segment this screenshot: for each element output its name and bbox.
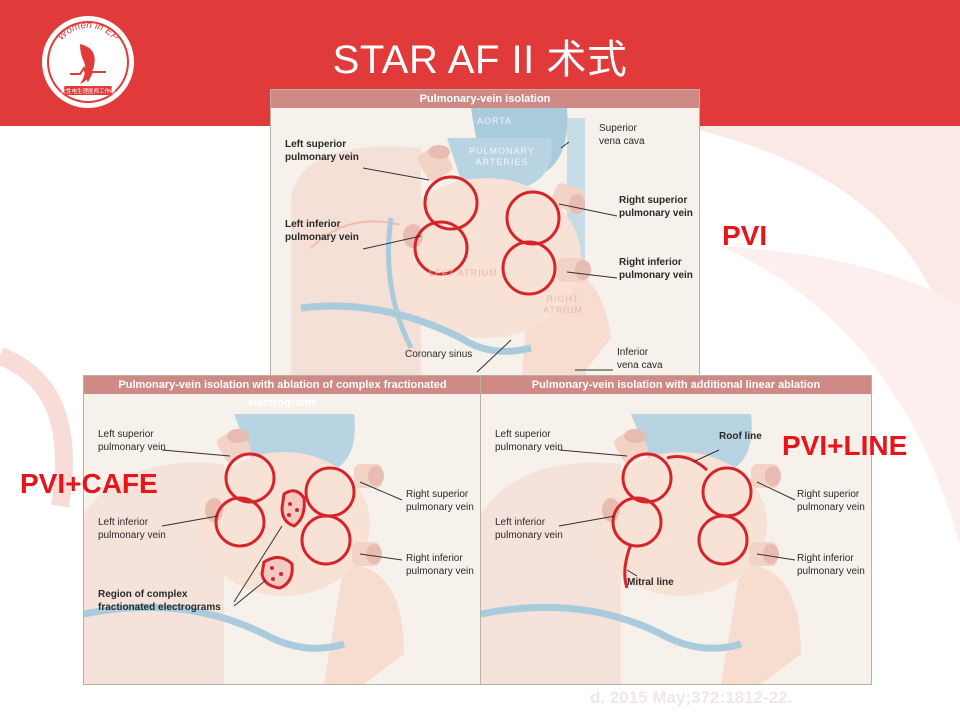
- heart-illustration-pvi: [291, 108, 618, 390]
- label-right-inferior-pv: Right inferior pulmonary vein: [619, 257, 693, 281]
- tag-pvi-line: PVI+LINE: [782, 430, 908, 461]
- label-left-superior-pv: Left superior pulmonary vein: [285, 139, 359, 163]
- tag-pvi-cafe: PVI+CAFE: [20, 468, 158, 499]
- slide-title: STAR AF II 术式: [332, 38, 628, 82]
- background-decoration: [0, 126, 960, 546]
- label-right-inferior-pv: Right inferior pulmonary vein: [797, 553, 865, 577]
- label-inferior-vena-cava: Inferior vena cava: [617, 347, 663, 371]
- panel-pvi-line: Pulmonary-vein isolation with additional…: [480, 375, 872, 685]
- panel-pvi-line-header: Pulmonary-vein isolation with additional…: [481, 376, 871, 394]
- label-left-inferior-pv: Left inferior pulmonary vein: [98, 517, 166, 541]
- panel-pvi: Pulmonary-vein isolation AORTA PULMONARY…: [270, 89, 700, 391]
- label-right-atrium: RIGHT ATRIUM: [543, 294, 583, 315]
- panel-pvi-header: Pulmonary-vein isolation: [271, 90, 699, 108]
- panel-pvi-cafe: Pulmonary-vein isolation with ablation o…: [83, 375, 482, 685]
- label-right-superior-pv: Right superior pulmonary vein: [619, 195, 693, 219]
- label-right-superior-pv: Right superior pulmonary vein: [797, 489, 865, 513]
- logo-subtext: 女性电生理医师工作组: [60, 87, 116, 95]
- label-right-inferior-pv: Right inferior pulmonary vein: [406, 553, 474, 577]
- label-left-inferior-pv: Left inferior pulmonary vein: [495, 517, 563, 541]
- label-left-atrium: LEFT ATRIUM: [429, 268, 498, 278]
- label-left-inferior-pv: Left inferior pulmonary vein: [285, 219, 359, 243]
- label-aorta: AORTA: [477, 116, 513, 126]
- citation: d. 2015 May;372:1812-22.: [590, 688, 793, 707]
- label-cfae-region: Region of complex fractionated electrogr…: [98, 589, 221, 613]
- label-roof-line: Roof line: [719, 431, 762, 442]
- label-left-superior-pv: Left superior pulmonary vein: [495, 429, 563, 453]
- tag-pvi: PVI: [722, 220, 768, 251]
- women-in-ep-logo: Women in EP 女性电生理医师工作组: [42, 16, 134, 108]
- label-mitral-line: Mitral line: [627, 577, 674, 588]
- label-right-superior-pv: Right superior pulmonary vein: [406, 489, 474, 513]
- panel-pvi-cafe-header: Pulmonary-vein isolation with ablation o…: [84, 376, 481, 409]
- heart-illustration-cafe: [84, 414, 404, 684]
- label-left-superior-pv: Left superior pulmonary vein: [98, 429, 166, 453]
- label-pulmonary-arteries: PULMONARY ARTERIES: [469, 146, 535, 167]
- label-coronary-sinus: Coronary sinus: [405, 349, 473, 360]
- heart-illustration-line: [481, 414, 801, 684]
- label-superior-vena-cava: Superior vena cava: [599, 123, 645, 147]
